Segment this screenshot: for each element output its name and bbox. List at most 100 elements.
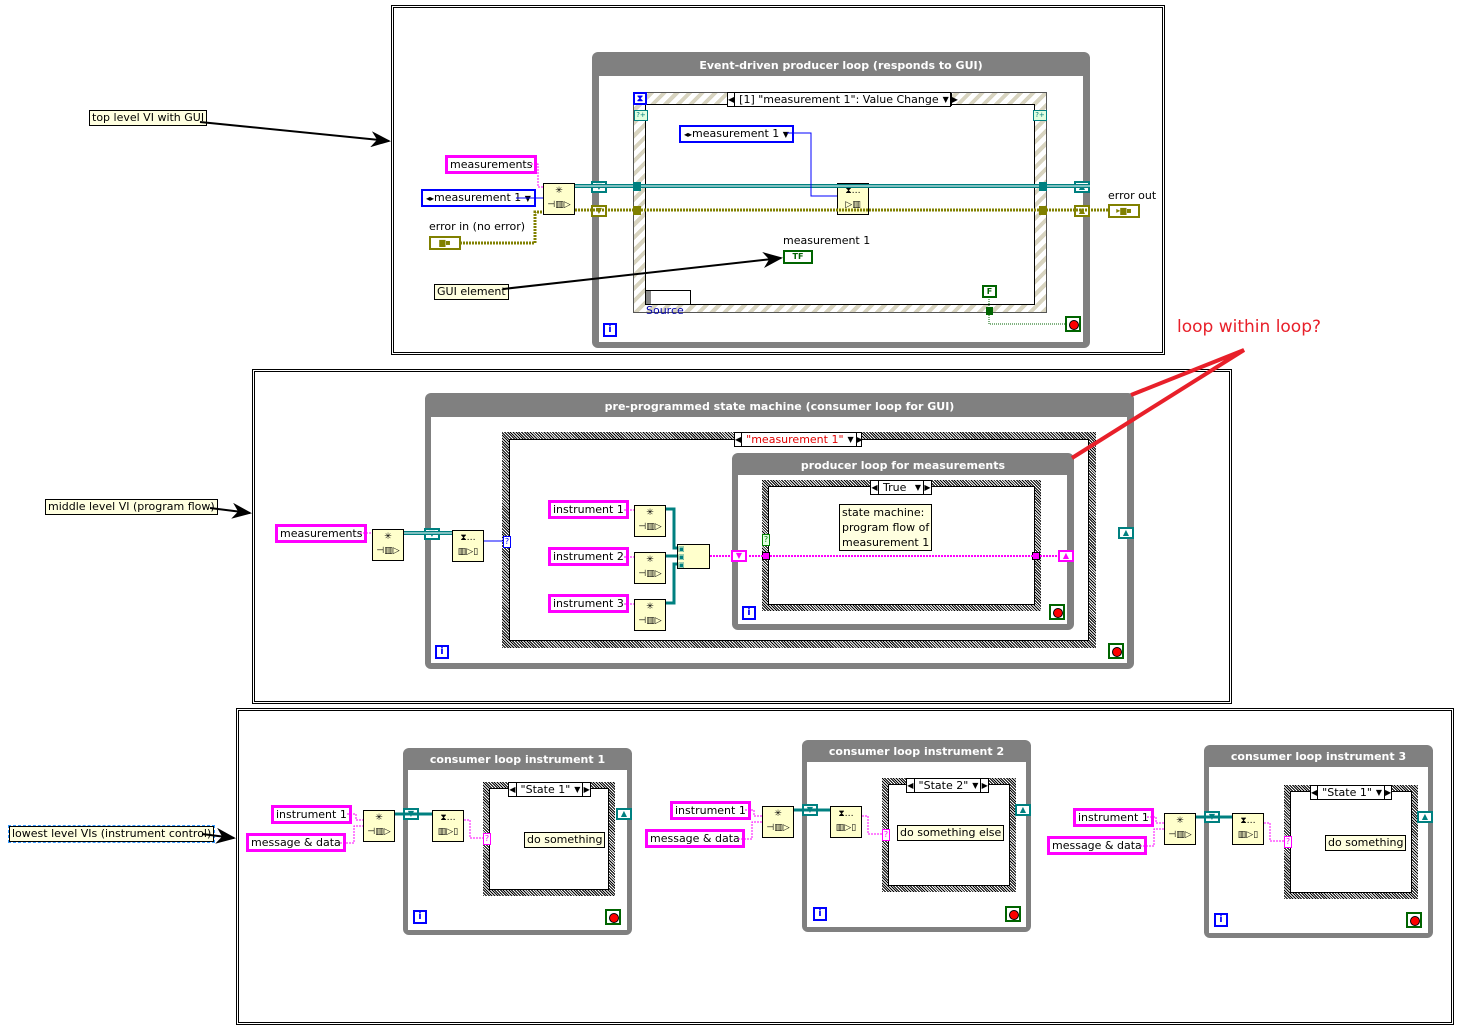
next-case-icon[interactable]: ▶ <box>923 481 931 494</box>
queue-tunnel-c1-in: ▼ <box>403 808 419 820</box>
prev-case-icon[interactable]: ◀ <box>728 93 736 106</box>
enum-measurement-inner[interactable]: ◂▸measurement 1 ▼ <box>679 125 794 143</box>
case-selector-true[interactable]: ◀ True ▼ ▶ <box>870 480 932 495</box>
dequeue-node-c1[interactable]: ⧗…▥▷▯ <box>432 810 464 842</box>
prev-case-icon[interactable]: ◀ <box>735 433 743 446</box>
annotation-gui-element: GUI element <box>434 284 509 300</box>
message-data-3[interactable]: message & data <box>1047 836 1147 855</box>
stop-terminal-c2[interactable] <box>1005 906 1021 922</box>
obtain-queue-node-inst3[interactable]: ✳⊣▥▷ <box>634 599 666 631</box>
annotation-top-level: top level VI with GUI <box>89 110 208 126</box>
case-selector-terminal: ? <box>503 536 511 548</box>
obtain-queue-node-c1[interactable]: ✳⊣▥▷ <box>363 810 395 842</box>
queue-tunnel-middle-in: ▼ <box>424 528 440 540</box>
next-case-icon[interactable]: ▶ <box>950 93 958 106</box>
case-selector-terminal-true: ? <box>762 534 770 546</box>
measurements-queue-name[interactable]: measurements <box>445 155 538 174</box>
dequeue-node-c3[interactable]: ⧗…▥▷▯ <box>1232 813 1264 845</box>
queue-tunnel-c3-in: ▼ <box>1204 811 1220 823</box>
stop-terminal-middle[interactable] <box>1108 643 1124 659</box>
prev-case-icon[interactable]: ◀ <box>1311 786 1319 799</box>
message-data-1[interactable]: message & data <box>246 833 346 852</box>
enum-arrows-icon: ◂▸ <box>684 130 693 139</box>
instrument-2-queue-name[interactable]: instrument 2 <box>548 547 629 566</box>
comment-c1: do something <box>524 832 606 848</box>
arrow-top-level <box>199 121 391 148</box>
dropdown-icon[interactable]: ▼ <box>942 95 949 104</box>
stop-terminal-c3[interactable] <box>1406 912 1422 928</box>
stop-terminal-top[interactable] <box>1065 316 1081 332</box>
case-selector-measurement[interactable]: ◀ "measurement 1" ▼ ▶ <box>734 432 863 447</box>
obtain-queue-node-inst1[interactable]: ✳⊣▥▷ <box>634 505 666 537</box>
dropdown-icon[interactable]: ▼ <box>972 781 979 790</box>
comment-c2: do something else <box>897 825 1005 841</box>
obtain-queue-node-middle[interactable]: ✳⊣▥▷ <box>372 529 404 561</box>
measurements-queue-name-middle[interactable]: measurements <box>275 524 368 543</box>
obtain-queue-node-inst2[interactable]: ✳⊣▥▷ <box>634 552 666 584</box>
error-out-label: error out <box>1108 189 1157 202</box>
measurement-indicator-label: measurement 1 <box>783 234 871 247</box>
error-in-label: error in (no error) <box>429 220 526 233</box>
next-case-icon[interactable]: ▶ <box>855 433 863 446</box>
iteration-terminal-top: i <box>603 323 617 337</box>
case-selector-terminal-c1: ? <box>483 833 491 845</box>
event-selector[interactable]: ◀ [1] "measurement 1": Value Change ▼ ▶ <box>727 92 958 107</box>
error-tunnel-out: ▲ <box>1074 205 1090 217</box>
stop-terminal-inner[interactable] <box>1049 604 1065 620</box>
error-out-cluster[interactable]: ▸▆▪ <box>1108 204 1140 218</box>
prev-case-icon[interactable]: ◀ <box>871 481 879 494</box>
iteration-terminal-inner: i <box>742 606 756 620</box>
instrument-1-queue-name[interactable]: instrument 1 <box>548 500 629 519</box>
queue-tunnel-out: ▲ <box>1074 181 1090 193</box>
obtain-queue-node[interactable]: ✳⊣▥▷ <box>543 183 575 215</box>
enum-arrows-icon: ◂▸ <box>426 194 435 203</box>
prev-case-icon[interactable]: ◀ <box>509 783 517 796</box>
state-machine-loop-title: pre-programmed state machine (consumer l… <box>604 400 955 413</box>
consumer-loop-1-title: consumer loop instrument 1 <box>429 753 606 766</box>
instrument-3-queue-name[interactable]: instrument 3 <box>548 594 629 613</box>
queue-tunnel-c1-out: ▲ <box>616 808 632 820</box>
dropdown-icon[interactable]: ▼ <box>914 483 921 492</box>
string-shift-register-out: ▲ <box>1058 550 1074 562</box>
instrument-queue-name-3[interactable]: instrument 1 <box>1073 808 1154 827</box>
dropdown-icon[interactable]: ▼ <box>1375 788 1383 797</box>
instrument-queue-name-1[interactable]: instrument 1 <box>271 805 352 824</box>
error-in-cluster[interactable]: ▆▪ <box>429 236 461 250</box>
error-tunnel-in: ▼ <box>591 205 607 217</box>
annotation-loop-within-loop: loop within loop? <box>1177 317 1322 337</box>
iteration-terminal-c3: i <box>1214 913 1228 927</box>
event-data-node-right-icon: ?+ <box>1033 110 1047 121</box>
obtain-queue-node-c3[interactable]: ✳⊣▥▷ <box>1164 813 1196 845</box>
next-case-icon[interactable]: ▶ <box>980 779 988 792</box>
stop-terminal-c1[interactable] <box>605 909 621 925</box>
string-shift-register-in: ▼ <box>731 550 747 562</box>
prev-case-icon[interactable]: ◀ <box>907 779 915 792</box>
boolean-indicator[interactable]: TF <box>783 250 813 264</box>
dequeue-element-node-middle[interactable]: ⧗…▥▷▯ <box>452 530 484 562</box>
case-selector-c3[interactable]: ◀ "State 1" ▼ ▶ <box>1310 785 1392 800</box>
annotation-middle-level: middle level VI (program flow) <box>45 499 218 515</box>
next-case-icon[interactable]: ▶ <box>1384 786 1392 799</box>
timeout-icon: ⧗ <box>633 92 647 105</box>
queue-tunnel-c2-in: ▼ <box>802 804 818 816</box>
case-selector-terminal-c3: ? <box>1284 836 1292 848</box>
dropdown-icon[interactable]: ▼ <box>574 785 581 794</box>
case-selector-c1[interactable]: ◀ "State 1" ▼ ▶ <box>508 782 591 797</box>
case-selector-c2[interactable]: ◀ "State 2" ▼ ▶ <box>906 778 989 793</box>
case-tunnel-right <box>1032 552 1040 560</box>
obtain-queue-node-c2[interactable]: ✳⊣▥▷ <box>762 806 794 838</box>
iteration-terminal-c1: i <box>413 910 427 924</box>
message-data-2[interactable]: message & data <box>645 829 745 848</box>
next-case-icon[interactable]: ▶ <box>582 783 590 796</box>
enqueue-element-node[interactable]: ⧗…▷▥ <box>837 183 869 215</box>
annotation-lowest-level: lowest level VIs (instrument control) <box>7 825 216 843</box>
instrument-queue-name-2[interactable]: instrument 1 <box>670 801 751 820</box>
comment-c3: do something <box>1325 835 1407 851</box>
dequeue-node-c2[interactable]: ⧗…▥▷▯ <box>830 806 862 838</box>
queue-tunnel-middle-out: ▲ <box>1118 527 1134 539</box>
dropdown-icon[interactable]: ▼ <box>847 435 854 444</box>
bundle-node[interactable]: ▣▣▣ <box>677 544 710 569</box>
false-constant[interactable]: F <box>982 285 997 298</box>
enum-measurement-outer[interactable]: ◂▸measurement 1 ▼ <box>421 189 536 207</box>
dropdown-icon: ▼ <box>524 194 531 203</box>
